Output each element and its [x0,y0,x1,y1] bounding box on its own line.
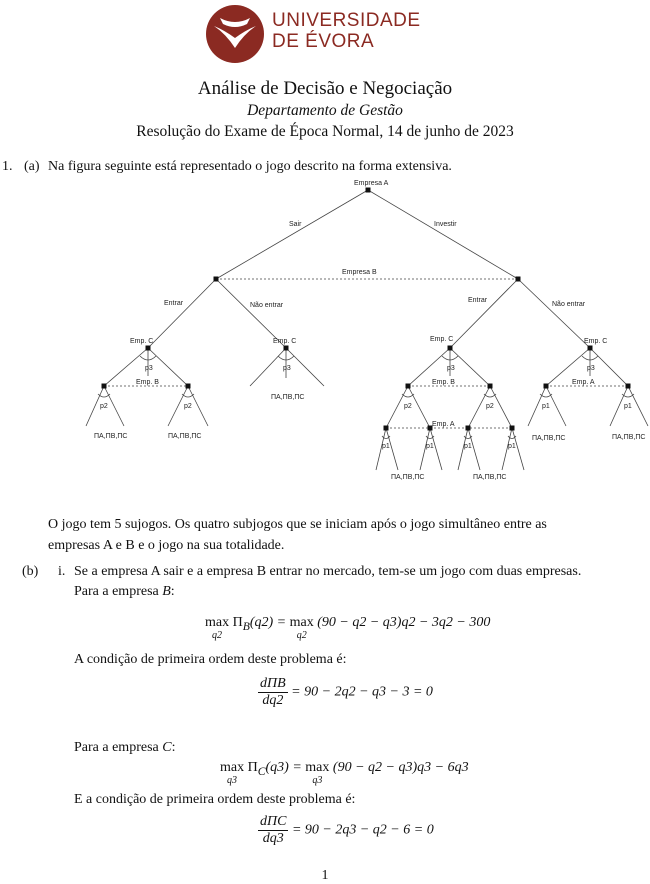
game-tree-figure: Empresa A Sair Investir Empresa B Entrar… [85,180,649,481]
node-emp-a-6 [509,425,515,431]
payoff-2: ΠA,ΠB,ΠC [94,433,127,440]
node-emp-a-4 [427,425,433,431]
part-a-text: Na figura seguinte está representado o j… [48,159,452,174]
label-p1-2: p1 [624,403,632,410]
payoff-6: ΠA,ΠB,ΠC [391,474,424,481]
label-p2-2: p2 [184,403,192,410]
label-p1-5: p1 [464,443,472,450]
node-emp-b-4 [487,383,493,389]
para-empresa-b-name: B [162,584,171,599]
payoff-5: ΠA,ΠB,ΠC [612,434,645,441]
page-number: 1 [321,868,329,883]
node-emp-a-1 [543,383,549,389]
label-emp-a-1: Emp. A [572,379,595,386]
label-emp-c-3: Emp. C [430,336,453,343]
label-p3-4: p3 [587,365,595,372]
payoff-3: ΠA,ΠB,ΠC [168,433,201,440]
node-emp-a-5 [465,425,471,431]
logo-line-1: UNIVERSIDADE [272,10,421,31]
payoff-4: ΠA,ΠB,ΠC [532,435,565,442]
para-empresa-c-pre: Para a empresa [74,740,163,755]
condition-c-text: E a condição de primeira ordem deste pro… [74,792,356,807]
label-p1-1: p1 [542,403,550,410]
node-empresa-b-right [515,276,521,282]
label-entrar-left: Entrar [164,300,184,307]
node-emp-b-3 [405,383,411,389]
label-nao-entrar-left: Não entrar [250,302,284,309]
label-empresa-a: Empresa A [354,180,389,187]
part-b-i-label: i. [58,564,66,579]
part-b-i-text: Se a empresa A sair e a empresa B entrar… [74,564,582,579]
payoff-7: ΠA,ΠB,ΠC [473,474,506,481]
node-empresa-a [365,187,371,193]
label-p2-3: p2 [404,403,412,410]
label-p2-4: p2 [486,403,494,410]
label-p2-1: p2 [100,403,108,410]
node-emp-b-2 [185,383,191,389]
university-name: UNIVERSIDADE DE ÉVORA [272,10,421,52]
label-p3-1: p3 [145,365,153,372]
node-emp-a-2 [625,383,631,389]
condition-b-text: A condição de primeira ordem deste probl… [74,652,347,667]
payoff-1: ΠA,ΠB,ΠC [271,394,304,401]
university-logo [206,5,264,63]
logo-line-2: DE ÉVORA [272,31,375,52]
question-number: 1. [2,159,13,174]
label-emp-c-2: Emp. C [273,338,296,345]
label-p3-3: p3 [447,365,455,372]
document-title: Análise de Decisão e Negociação [197,78,453,99]
label-p1-3: p1 [382,443,390,450]
department: Departamento de Gestão [247,102,403,119]
part-b-label: (b) [22,564,39,579]
node-emp-c-3 [447,345,453,351]
node-emp-c-2 [283,345,289,351]
node-emp-b-1 [101,383,107,389]
subgames-text-1: O jogo tem 5 sujogos. Os quatro subjogos… [48,517,547,532]
label-p1-6: p1 [508,443,516,450]
node-emp-a-3 [383,425,389,431]
label-empresa-b: Empresa B [342,269,377,276]
para-empresa-c-name: C [162,740,172,755]
label-emp-b-2: Emp. B [432,379,455,386]
exam-subtitle: Resolução do Exame de Época Normal, 14 d… [136,123,514,140]
para-empresa-b-pre: Para a empresa [74,584,163,599]
subgames-text-2: empresas A e B e o jogo na sua totalidad… [48,538,285,553]
part-a-label: (a) [24,159,40,174]
label-emp-b-1: Emp. B [136,379,159,386]
node-emp-c-1 [145,345,151,351]
label-p3-2: p3 [283,365,291,372]
para-empresa-c: Para a empresa C: [74,740,176,755]
label-investir: Investir [434,221,457,228]
label-nao-entrar-right: Não entrar [552,301,586,308]
node-empresa-b-left [213,276,219,282]
label-emp-a-2: Emp. A [432,421,455,428]
label-p1-4: p1 [426,443,434,450]
label-entrar-right: Entrar [468,297,488,304]
label-emp-c-1: Emp. C [130,338,153,345]
label-sair: Sair [289,221,302,228]
node-emp-c-4 [587,345,593,351]
para-empresa-b: Para a empresa B: [74,584,175,599]
label-emp-c-4: Emp. C [584,338,607,345]
